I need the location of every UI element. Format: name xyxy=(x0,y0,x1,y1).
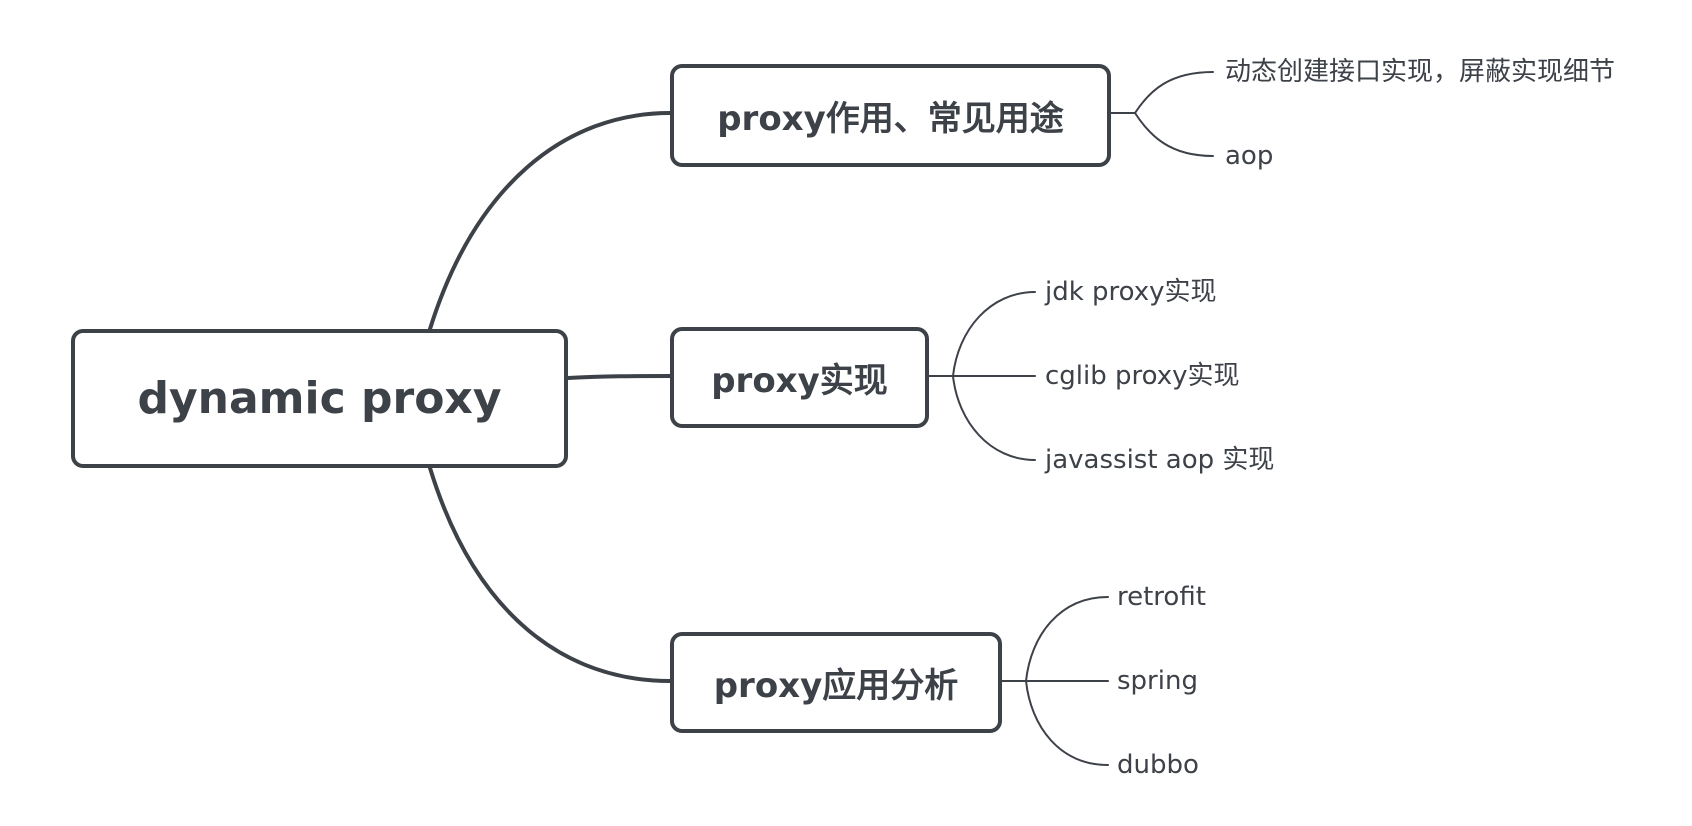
branch-node-label: proxy应用分析 xyxy=(713,666,959,706)
branch-node-label: proxy实现 xyxy=(711,361,888,401)
connector-root-branch-2 xyxy=(566,374,672,380)
leaf-node[interactable]: javassist aop 实现 xyxy=(1045,445,1275,475)
connector-root-branch-1 xyxy=(428,111,672,331)
leaf-node[interactable]: dubbo xyxy=(1117,750,1199,780)
connector-branch-1-leaf-1 xyxy=(1134,71,1214,114)
connector-branch-1-leaf-2 xyxy=(1134,112,1214,157)
leaf-node[interactable]: aop xyxy=(1225,141,1274,171)
branch-node-usage[interactable]: proxy作用、常见用途 xyxy=(670,64,1111,167)
connector-root-branch-3 xyxy=(428,466,672,683)
branch-node-implementation[interactable]: proxy实现 xyxy=(670,327,929,428)
leaf-node[interactable]: jdk proxy实现 xyxy=(1045,277,1217,307)
connector-branch-3-leaf-1 xyxy=(1025,596,1109,682)
connector-branch-2-leaf-1 xyxy=(952,291,1036,377)
connector-branch-3-leaf-3 xyxy=(1025,680,1109,766)
leaf-node[interactable]: spring xyxy=(1117,666,1198,696)
connector-branch-2-leaf-3 xyxy=(952,375,1036,461)
root-node-label: dynamic proxy xyxy=(137,373,502,424)
root-node[interactable]: dynamic proxy xyxy=(71,329,568,468)
branch-node-label: proxy作用、常见用途 xyxy=(717,99,1064,139)
leaf-node[interactable]: retrofit xyxy=(1117,582,1206,612)
leaf-node[interactable]: 动态创建接口实现，屏蔽实现细节 xyxy=(1225,57,1616,87)
branch-node-application[interactable]: proxy应用分析 xyxy=(670,632,1002,733)
leaf-node[interactable]: cglib proxy实现 xyxy=(1045,361,1240,391)
